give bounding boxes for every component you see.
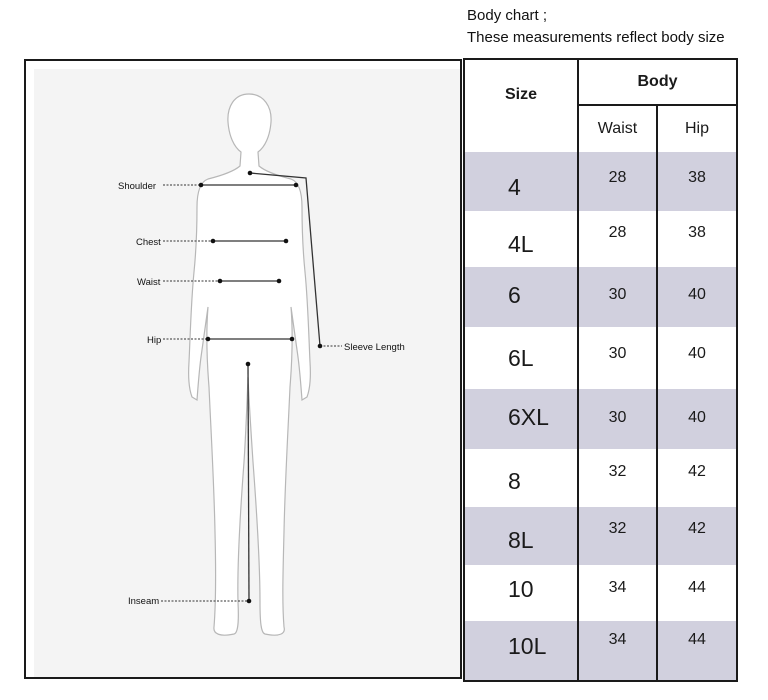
size-cell: 8 bbox=[463, 449, 579, 507]
waist-column-header: Waist bbox=[577, 104, 658, 152]
hip-cell: 38 bbox=[656, 211, 738, 267]
size-column-header: Size bbox=[463, 58, 579, 152]
table-subheader-row: Waist Hip bbox=[464, 104, 738, 152]
size-cell: 10 bbox=[463, 565, 579, 621]
hip-cell: 38 bbox=[656, 152, 738, 211]
hip-cell: 44 bbox=[656, 621, 738, 682]
waist-cell: 34 bbox=[577, 565, 658, 621]
waist-cell: 32 bbox=[577, 507, 658, 565]
caption-line-2: These measurements reflect body size bbox=[467, 29, 725, 46]
chart-caption: Body chart ; These measurements reflect … bbox=[467, 5, 725, 49]
sleeve-length-label: Sleeve Length bbox=[344, 342, 405, 353]
size-cell: 8L bbox=[463, 507, 579, 565]
size-cell: 6L bbox=[463, 327, 579, 389]
waist-cell: 30 bbox=[577, 267, 658, 327]
caption-line-1: Body chart ; bbox=[467, 7, 548, 24]
shoulder-label: Shoulder bbox=[118, 181, 156, 192]
body-figure-panel: Shoulder Chest Waist Hip Sleeve Length I… bbox=[24, 59, 462, 679]
measurement-points bbox=[198, 170, 323, 604]
size-cell: 6XL bbox=[463, 389, 579, 449]
sleeve-measure-line bbox=[249, 172, 321, 347]
table-header-row: Size Body bbox=[463, 58, 738, 152]
waist-cell: 30 bbox=[577, 327, 658, 389]
waist-label: Waist bbox=[137, 277, 161, 288]
measurement-leaders bbox=[161, 184, 342, 602]
size-cell: 10L bbox=[463, 621, 579, 682]
hip-cell: 42 bbox=[656, 507, 738, 565]
waist-cell: 34 bbox=[577, 621, 658, 682]
hip-column-header: Hip bbox=[656, 104, 738, 152]
measurement-lines bbox=[201, 172, 321, 602]
hip-cell: 40 bbox=[656, 389, 738, 449]
inseam-label: Inseam bbox=[128, 596, 159, 607]
waist-cell: 28 bbox=[577, 211, 658, 267]
body-group-header: Body bbox=[577, 58, 738, 105]
hip-cell: 44 bbox=[656, 565, 738, 621]
size-cell: 4 bbox=[463, 152, 579, 211]
hip-cell: 40 bbox=[656, 267, 738, 327]
hip-cell: 42 bbox=[656, 449, 738, 507]
inseam-measure-line bbox=[247, 363, 250, 602]
size-cell: 4L bbox=[463, 211, 579, 267]
body-silhouette-diagram: Shoulder Chest Waist Hip Sleeve Length I… bbox=[118, 93, 405, 636]
hip-cell: 40 bbox=[656, 327, 738, 389]
waist-cell: 32 bbox=[577, 449, 658, 507]
size-cell: 6 bbox=[463, 267, 579, 327]
waist-cell: 28 bbox=[577, 152, 658, 211]
hip-label: Hip bbox=[147, 335, 161, 346]
chest-label: Chest bbox=[136, 237, 161, 248]
waist-cell: 30 bbox=[577, 389, 658, 449]
